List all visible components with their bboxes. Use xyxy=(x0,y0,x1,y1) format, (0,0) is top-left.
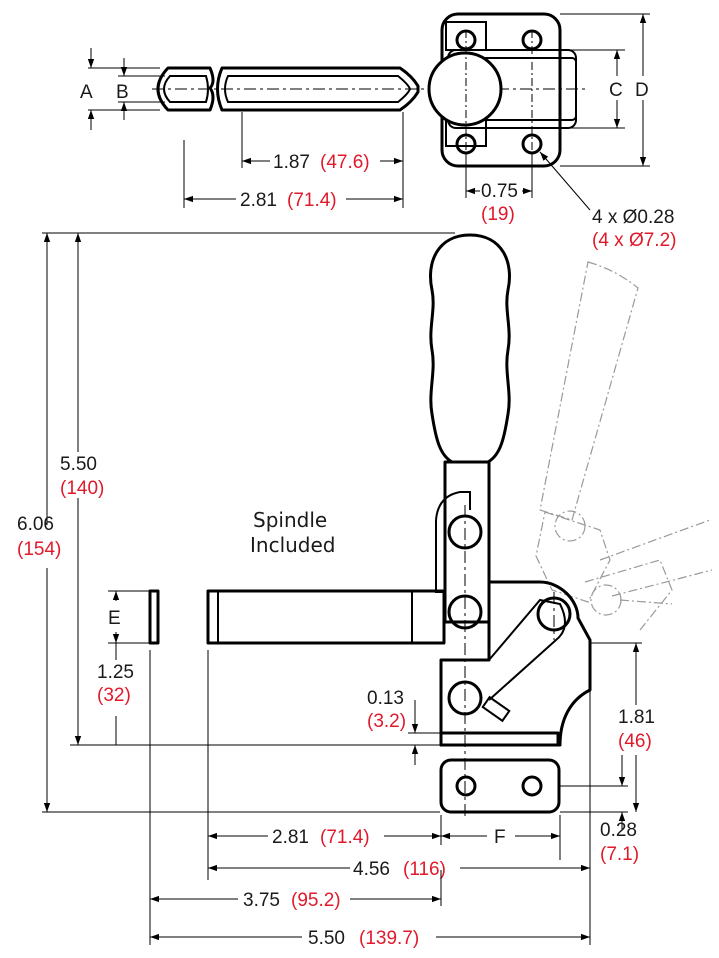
top-handle-knob xyxy=(427,51,503,127)
dim-013-inch: 0.13 xyxy=(367,688,404,709)
side-view: Spindle Included 6.06 (154) 5.50 (140) E… xyxy=(17,232,713,949)
holes-inch: 4 x Ø0.28 xyxy=(592,207,674,228)
dim-456-inch: 4.56 xyxy=(353,859,390,880)
dim-375-inch: 3.75 xyxy=(243,890,280,911)
dim-075-mm: (19) xyxy=(481,204,515,225)
base-flange xyxy=(439,731,560,747)
label-e: E xyxy=(108,608,121,629)
note-line-1: Spindle xyxy=(253,508,327,532)
dim-181-mm: (46) xyxy=(618,731,652,752)
dim-028-inch: 0.28 xyxy=(600,820,637,841)
dim-181-inch: 1.81 xyxy=(618,707,655,728)
dim-550h-mm: (139.7) xyxy=(359,928,419,949)
phantom-open-handle xyxy=(535,261,713,631)
top-view: A B C D 1.87 (47.6) 2.81 (71.4) 0.75 (19… xyxy=(80,12,676,251)
holes-mm: (4 x Ø7.2) xyxy=(592,230,676,251)
dim-281t-mm: (71.4) xyxy=(287,190,337,211)
dim-075-inch: 0.75 xyxy=(481,181,518,202)
dim-281b-mm: (71.4) xyxy=(320,827,370,848)
dim-550h-inch: 5.50 xyxy=(308,928,345,949)
dim-c-gap xyxy=(604,76,630,100)
label-c: C xyxy=(609,80,623,101)
label-f: F xyxy=(494,827,506,848)
spindle-end-left xyxy=(148,589,160,645)
dim-606-inch: 6.06 xyxy=(17,514,54,535)
dim-375-mm: (95.2) xyxy=(291,890,341,911)
base-hole-left xyxy=(455,775,477,797)
dim-281t-inch: 2.81 xyxy=(240,190,277,211)
linkage-plate xyxy=(488,598,566,701)
label-d: D xyxy=(635,80,649,101)
dim-187-inch: 1.87 xyxy=(273,152,310,173)
dim-125-mm: (32) xyxy=(97,685,131,706)
label-b: B xyxy=(116,82,129,103)
dim-028-mm: (7.1) xyxy=(600,844,639,865)
slot-outer-right xyxy=(216,66,420,112)
slot-outer-left xyxy=(156,66,215,112)
dim-550v-inch: 5.50 xyxy=(60,454,97,475)
dim-606-mm: (154) xyxy=(17,539,61,560)
stop-block xyxy=(481,695,511,723)
holes-leader xyxy=(539,151,591,211)
slot-inner-right xyxy=(224,75,412,103)
base-hole-right xyxy=(521,775,543,797)
handle-grip xyxy=(429,233,511,464)
dim-125-inch: 1.25 xyxy=(97,662,134,683)
dim-281b-inch: 2.81 xyxy=(272,827,309,848)
dim-187-mm: (47.6) xyxy=(320,152,370,173)
dim-013-mm: (3.2) xyxy=(367,711,406,732)
handle-arm xyxy=(443,460,491,624)
spindle-shaft xyxy=(206,589,446,645)
dim-456-mm: (116) xyxy=(403,859,446,880)
slot-inner-left xyxy=(163,75,209,103)
base-plate-lower xyxy=(439,758,561,814)
dim-550v-mm: (140) xyxy=(60,478,104,499)
note-line-2: Included xyxy=(250,533,336,557)
dim-d-gap xyxy=(630,76,656,100)
label-a: A xyxy=(80,82,93,103)
